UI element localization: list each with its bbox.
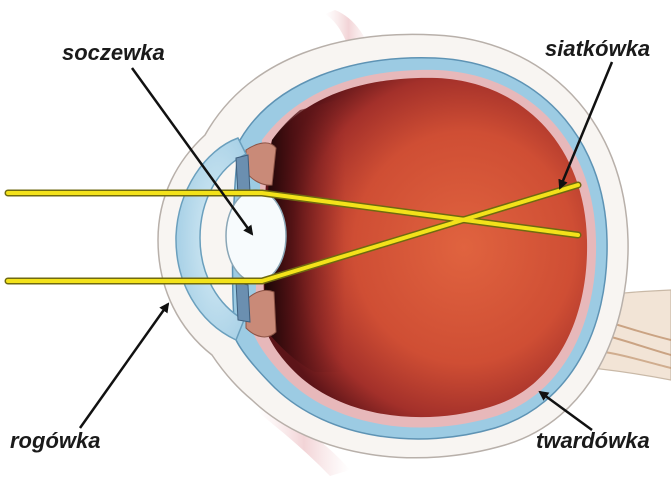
lens: [226, 190, 286, 282]
arrow-cornea: [80, 304, 168, 428]
label-lens: soczewka: [62, 40, 165, 65]
label-retina: siatkówka: [545, 36, 650, 61]
label-cornea: rogówka: [10, 428, 100, 453]
ciliary-body-bottom: [246, 290, 276, 337]
iris-bottom: [236, 282, 250, 322]
label-sclera: twardówka: [536, 428, 650, 453]
